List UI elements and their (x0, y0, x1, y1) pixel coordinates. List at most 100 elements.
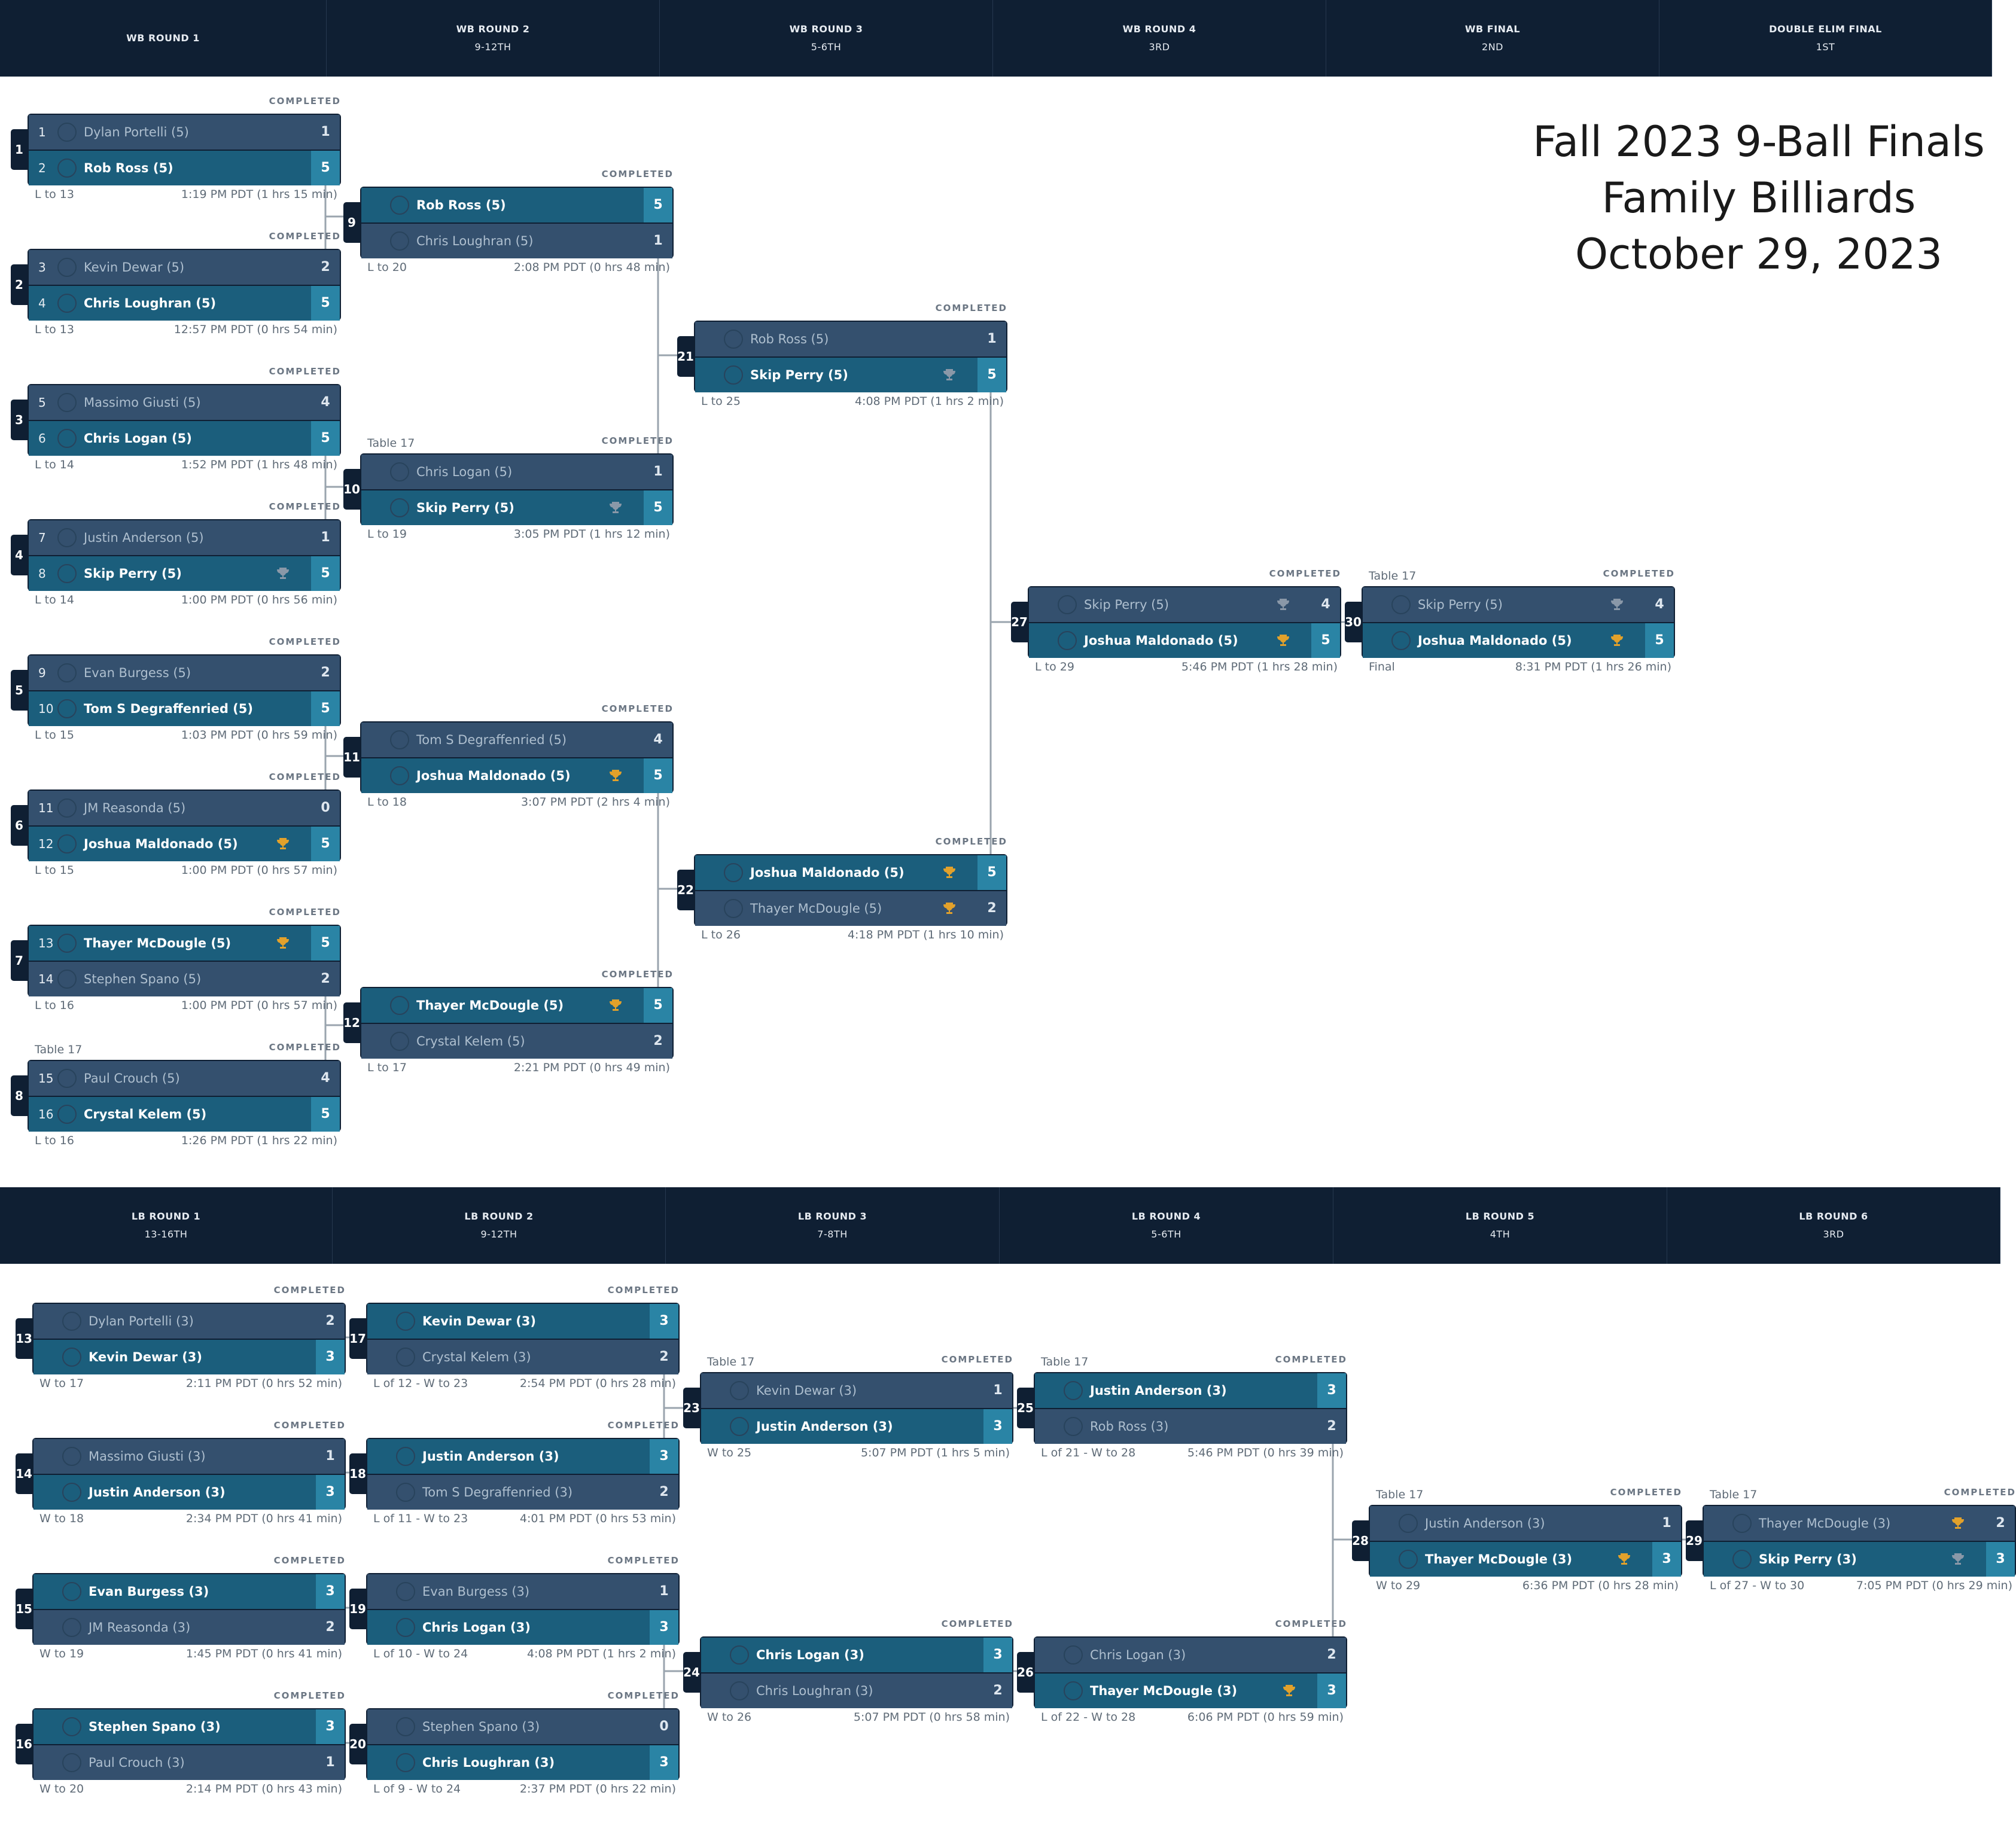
player-row[interactable]: Chris Logan (3)3 (701, 1638, 1012, 1672)
player-row[interactable]: Rob Ross (5)5 (361, 188, 672, 222)
player-row[interactable]: Rob Ross (3)2 (1035, 1409, 1346, 1444)
player-name[interactable]: Kevin Dewar (3) (422, 1314, 537, 1328)
player-row[interactable]: Joshua Maldonado (5)5 (695, 855, 1006, 890)
player-row[interactable]: Thayer McDougle (5)5 (361, 988, 672, 1023)
player-name[interactable]: Rob Ross (5) (416, 198, 506, 212)
player-row[interactable]: Rob Ross (5)1 (695, 322, 1006, 356)
player-row[interactable]: Chris Loughran (3)2 (701, 1674, 1012, 1708)
player-row[interactable]: Tom S Degraffenried (3)2 (367, 1475, 678, 1510)
player-name[interactable]: Evan Burgess (3) (422, 1584, 530, 1599)
player-row[interactable]: Joshua Maldonado (5)5 (1363, 623, 1674, 658)
player-row[interactable]: Chris Logan (5)1 (361, 455, 672, 489)
player-name[interactable]: Chris Logan (3) (422, 1620, 531, 1635)
player-name[interactable]: Kevin Dewar (5) (84, 260, 185, 275)
player-row[interactable]: Justin Anderson (3)3 (34, 1475, 345, 1510)
player-row[interactable]: Skip Perry (5)4 (1029, 587, 1340, 622)
player-name[interactable]: Skip Perry (5) (750, 368, 848, 382)
player-name[interactable]: Thayer McDougle (5) (416, 998, 564, 1013)
player-name[interactable]: Crystal Kelem (3) (422, 1350, 531, 1364)
player-row[interactable]: Skip Perry (5)5 (695, 358, 1006, 392)
player-row[interactable]: Justin Anderson (3)3 (1035, 1373, 1346, 1408)
player-name[interactable]: Rob Ross (5) (84, 161, 173, 175)
player-name[interactable]: Chris Loughran (3) (756, 1684, 873, 1698)
player-row[interactable]: Kevin Dewar (3)3 (367, 1304, 678, 1339)
player-name[interactable]: Justin Anderson (3) (422, 1449, 559, 1464)
player-name[interactable]: Chris Loughran (3) (422, 1755, 555, 1770)
player-name[interactable]: Chris Logan (5) (84, 431, 192, 446)
player-row[interactable]: Evan Burgess (3)1 (367, 1574, 678, 1609)
player-name[interactable]: Tom S Degraffenried (5) (84, 702, 253, 716)
player-row[interactable]: Dylan Portelli (3)2 (34, 1304, 345, 1339)
player-name[interactable]: Dylan Portelli (3) (89, 1314, 194, 1328)
player-name[interactable]: Tom S Degraffenried (3) (422, 1485, 573, 1499)
player-row[interactable]: Stephen Spano (3)0 (367, 1709, 678, 1744)
player-row[interactable]: Massimo Giusti (3)1 (34, 1439, 345, 1474)
player-name[interactable]: Joshua Maldonado (5) (1418, 633, 1572, 648)
player-row[interactable]: Joshua Maldonado (5)5 (361, 758, 672, 793)
player-row[interactable]: Tom S Degraffenried (5)4 (361, 723, 672, 757)
player-name[interactable]: Chris Loughran (5) (84, 296, 217, 310)
player-name[interactable]: Thayer McDougle (3) (1759, 1516, 1891, 1531)
player-name[interactable]: Justin Anderson (3) (89, 1485, 226, 1499)
player-name[interactable]: Skip Perry (5) (1418, 598, 1503, 612)
player-row[interactable]: Thayer McDougle (3)2 (1704, 1506, 2015, 1541)
player-row[interactable]: Thayer McDougle (3)3 (1370, 1542, 1681, 1577)
player-name[interactable]: Joshua Maldonado (5) (84, 837, 238, 851)
player-name[interactable]: Joshua Maldonado (5) (416, 769, 571, 783)
player-row[interactable]: Skip Perry (3)3 (1704, 1542, 2015, 1577)
player-row[interactable]: Crystal Kelem (5)2 (361, 1024, 672, 1059)
player-name[interactable]: Joshua Maldonado (5) (1084, 633, 1238, 648)
player-name[interactable]: Thayer McDougle (3) (1090, 1684, 1238, 1698)
player-name[interactable]: Skip Perry (5) (84, 566, 182, 581)
player-name[interactable]: Justin Anderson (3) (756, 1419, 893, 1434)
player-row[interactable]: Chris Loughran (5)1 (361, 224, 672, 258)
player-name[interactable]: Chris Loughran (5) (416, 234, 534, 248)
player-name[interactable]: Massimo Giusti (3) (89, 1449, 206, 1464)
